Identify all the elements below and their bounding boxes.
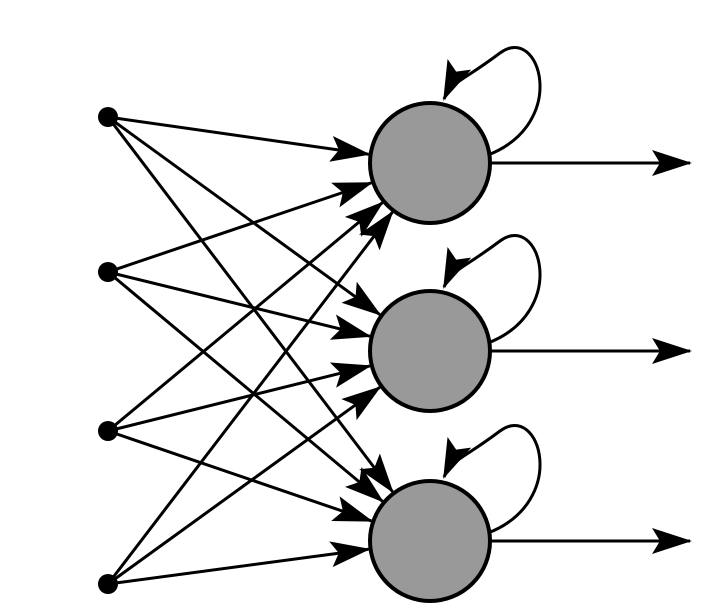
self-loop-arrow-2	[442, 233, 542, 345]
connection-arrow-2-2	[107, 270, 372, 340]
neuron-2	[368, 289, 492, 413]
connection-arrow-3-3	[107, 429, 374, 523]
neuron-1	[368, 101, 492, 225]
neuron-layer	[368, 101, 492, 603]
connection-arrow-4-2	[107, 386, 382, 586]
input-node-2	[98, 262, 118, 282]
input-layer	[98, 107, 118, 594]
connection-arrow-4-3	[107, 541, 371, 586]
connection-layer	[106, 115, 394, 586]
output-layer	[490, 150, 692, 554]
input-node-4	[98, 574, 118, 594]
self-loop-arrow-1	[442, 45, 542, 157]
connection-arrow-1-2	[107, 115, 382, 316]
connection-arrow-1-3	[106, 116, 394, 494]
connection-arrow-1-1	[107, 115, 371, 162]
input-node-3	[98, 421, 118, 441]
self-loop-arrow-3	[442, 423, 542, 535]
connection-arrow-2-1	[107, 181, 374, 274]
connection-arrow-4-1	[106, 210, 394, 585]
neuron-3	[368, 479, 492, 603]
connection-arrow-3-2	[107, 362, 372, 433]
self-loop-layer	[442, 45, 542, 535]
connection-arrow-3-1	[107, 201, 384, 433]
input-node-1	[98, 107, 118, 127]
connection-arrow-2-3	[107, 270, 384, 503]
